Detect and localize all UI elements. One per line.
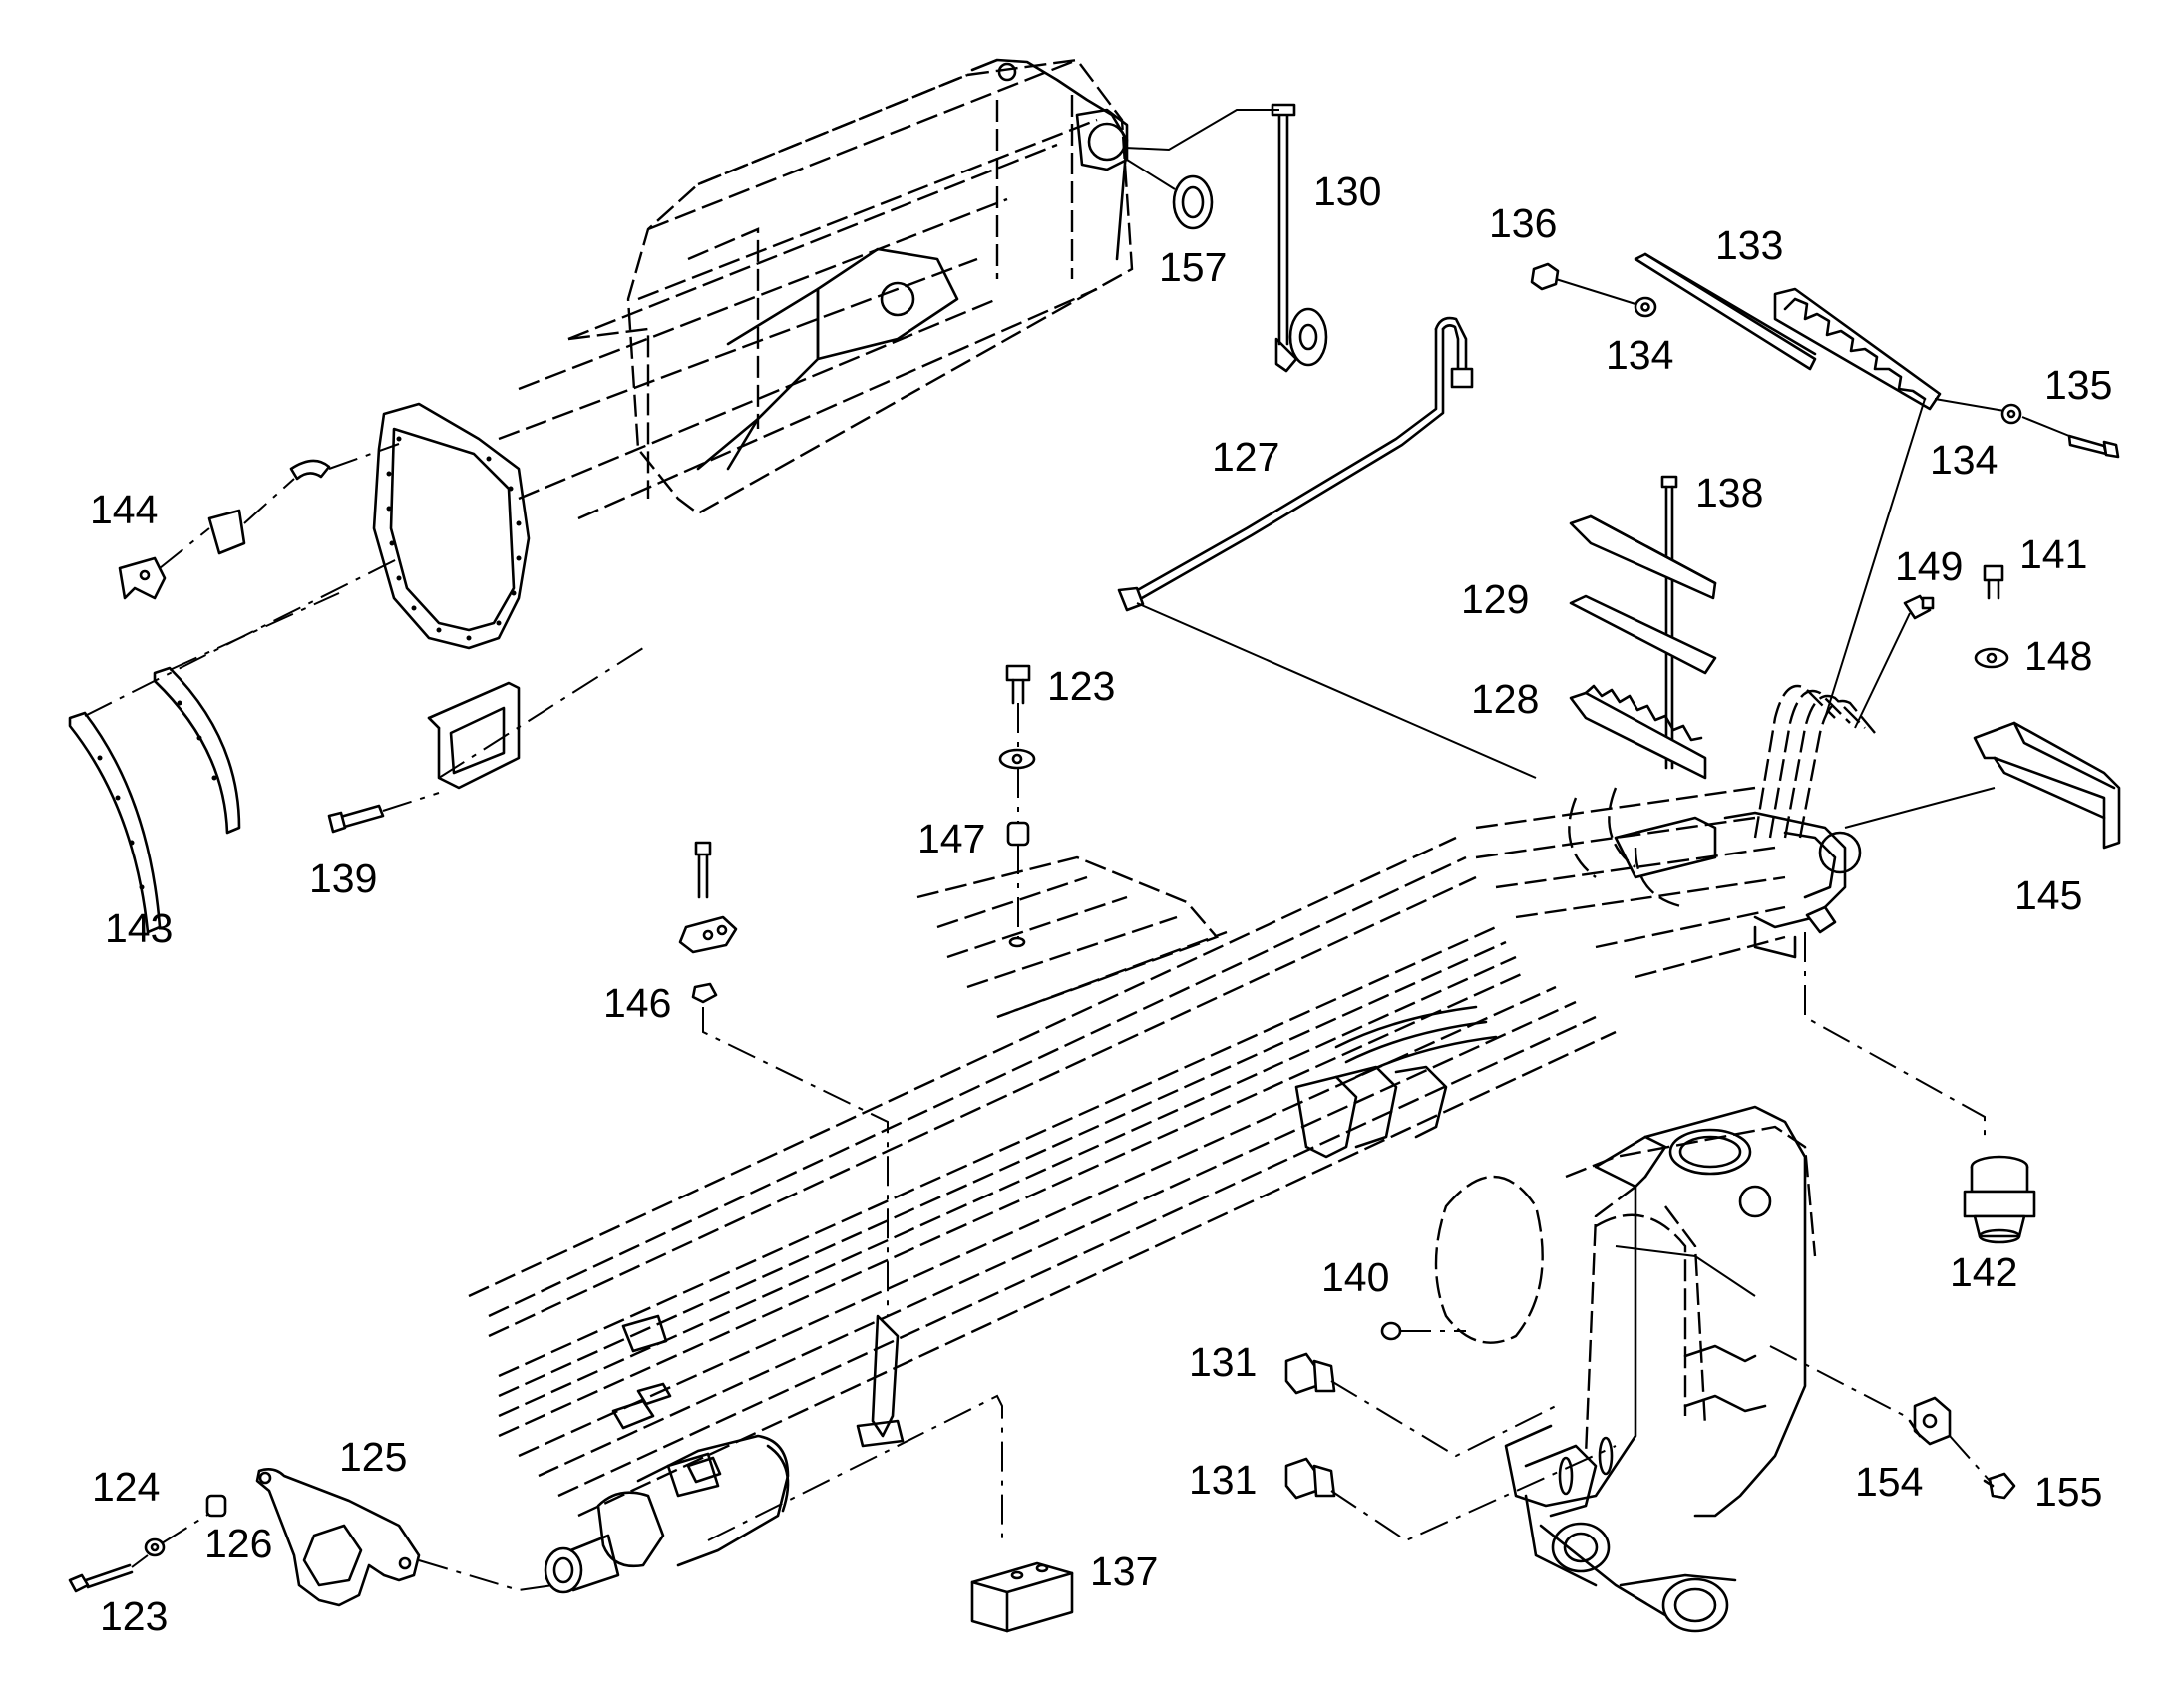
- part-123-bolt-bottom: [68, 1563, 134, 1593]
- callout-123-bottom: 123: [100, 1593, 168, 1639]
- part-131-fitting-a: [1284, 1352, 1557, 1458]
- callout-125: 125: [339, 1434, 407, 1480]
- callout-149: 149: [1895, 543, 1963, 589]
- part-143-straps: [68, 557, 400, 934]
- callout-143: 143: [105, 905, 173, 951]
- part-123-bolt-top: [1005, 664, 1031, 748]
- callout-138: 138: [1695, 470, 1763, 515]
- callout-126: 126: [204, 1521, 272, 1566]
- callout-148: 148: [2024, 633, 2092, 679]
- slide-pad-dashed: [916, 855, 1228, 1019]
- callout-134-a: 134: [1606, 332, 1673, 378]
- callout-136: 136: [1489, 200, 1557, 246]
- channel-bracket: [427, 647, 644, 790]
- part-139-bolt: [327, 792, 440, 834]
- callout-142: 142: [1950, 1249, 2017, 1295]
- callout-128: 128: [1471, 676, 1539, 722]
- callout-144: 144: [90, 487, 158, 532]
- part-125-wrench-plate: [255, 1468, 554, 1607]
- part-131-fitting-b: [1284, 1445, 1617, 1542]
- callout-127: 127: [1212, 434, 1279, 480]
- callout-labels: 130 157 136 133 134 135 134 127 144 138 …: [90, 169, 2112, 1639]
- turret-bracket: [1504, 1105, 1817, 1633]
- part-134-washer-a: [1634, 296, 1657, 318]
- callout-131-b: 131: [1189, 1457, 1257, 1503]
- part-140-cover: [1380, 1175, 1544, 1344]
- part-135-bolt: [2021, 416, 2120, 459]
- callout-124: 124: [92, 1464, 160, 1510]
- callout-155: 155: [2034, 1469, 2102, 1515]
- part-129-plates: [1569, 514, 1717, 675]
- part-145-channel: [1844, 721, 2121, 850]
- callout-133: 133: [1715, 222, 1783, 268]
- part-137-block: [707, 1394, 1074, 1633]
- callout-123-top: 123: [1047, 663, 1115, 709]
- part-146-assembly: [678, 841, 889, 1316]
- part-154-fitting: [1769, 1345, 1952, 1446]
- callout-146: 146: [603, 980, 671, 1026]
- part-127-tube: [1117, 316, 1537, 779]
- callout-145: 145: [2014, 872, 2082, 918]
- callout-129: 129: [1461, 576, 1529, 622]
- callout-140: 140: [1321, 1254, 1389, 1300]
- part-128-comb: [1569, 684, 1707, 780]
- callout-139: 139: [309, 855, 377, 901]
- callout-135: 135: [2044, 362, 2112, 408]
- flange-bolt-holes: [386, 436, 522, 641]
- part-130-rod: [1124, 103, 1328, 373]
- callout-137: 137: [1090, 1548, 1158, 1594]
- part-144-brackets: [118, 443, 400, 600]
- main-boom-and-hoses: [468, 684, 1986, 1594]
- callout-147: 147: [917, 816, 985, 861]
- part-126-spacer: [161, 1494, 227, 1544]
- part-136-nut: [1530, 262, 1636, 305]
- washer-top: [998, 748, 1036, 770]
- callout-141: 141: [2019, 531, 2087, 577]
- part-133-strip: [1634, 252, 2005, 719]
- part-124-washer: [131, 1537, 166, 1568]
- callout-157: 157: [1159, 244, 1227, 290]
- callout-134-b: 134: [1930, 437, 1998, 483]
- callout-154: 154: [1855, 1459, 1923, 1505]
- upper-boom-section: [372, 58, 1134, 650]
- part-147-spacer: [1006, 768, 1030, 937]
- part-142-fitting: [1963, 1155, 2036, 1244]
- part-141-bolt: [1983, 564, 2004, 600]
- part-134-washer-b: [2000, 403, 2022, 425]
- part-155-screw: [1949, 1435, 2016, 1500]
- part-149-fitting: [1854, 594, 1935, 729]
- callout-130: 130: [1313, 169, 1381, 214]
- part-148-washer: [1974, 647, 2009, 669]
- part-157-seal-ring: [1126, 159, 1214, 230]
- callout-131-a: 131: [1189, 1339, 1257, 1385]
- part-138-screw: [1660, 475, 1678, 770]
